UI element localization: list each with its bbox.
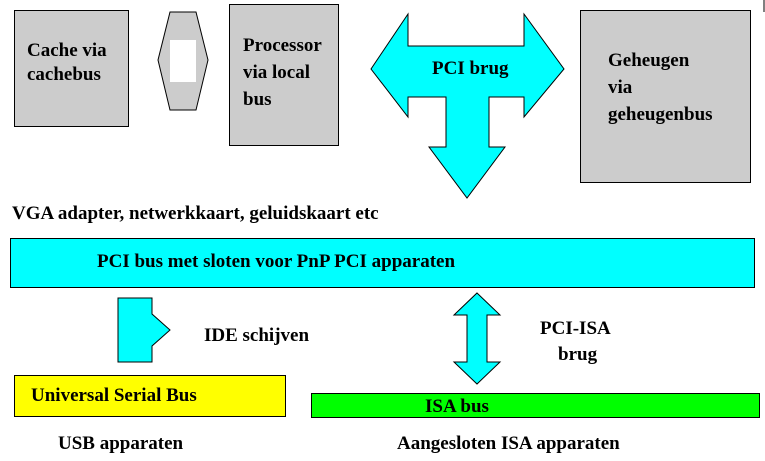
processor-box-label-1: Processor: [243, 35, 322, 56]
ide-arrow: [117, 297, 171, 363]
processor-box: [229, 4, 339, 146]
memory-box-label-2: via: [608, 77, 633, 98]
cache-box-label-1: Cache via: [27, 40, 107, 61]
isa-bar: [311, 393, 760, 418]
pci-bridge-label: PCI brug: [432, 58, 509, 79]
processor-box-label-2: via local: [243, 62, 311, 83]
cache-box: [14, 10, 129, 127]
cache-processor-arrow-notch: [170, 40, 196, 82]
memory-box: [580, 10, 751, 183]
pci-bus-bar: [10, 238, 755, 288]
pci-isa-arrow: [452, 292, 502, 385]
isa-devices-label: Aangesloten ISA apparaten: [397, 433, 620, 454]
usb-bar-label: Universal Serial Bus: [31, 385, 197, 406]
pci-bridge-arrow: [370, 12, 565, 199]
ide-label: IDE schijven: [204, 325, 310, 346]
pci-bus-label: PCI bus met sloten voor PnP PCI apparate…: [97, 251, 456, 272]
usb-devices-label: USB apparaten: [58, 433, 184, 454]
pci-isa-label-1: PCI-ISA: [540, 318, 611, 339]
pci-isa-label-2: brug: [558, 344, 598, 365]
vga-devices-label: VGA adapter, netwerkkaart, geluidskaart …: [12, 203, 379, 224]
memory-box-label-1: Geheugen: [608, 50, 690, 71]
memory-box-label-3: geheugenbus: [608, 104, 713, 125]
cache-box-label-2: cachebus: [27, 64, 101, 85]
usb-bar: [14, 375, 286, 417]
processor-box-label-3: bus: [243, 89, 272, 110]
isa-bar-label: ISA bus: [425, 396, 489, 417]
